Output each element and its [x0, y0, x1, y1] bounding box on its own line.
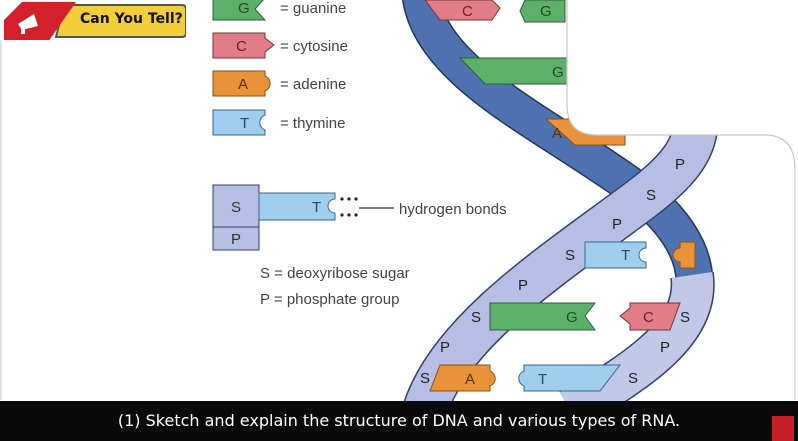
- legend-thymine: T = thymine: [212, 109, 345, 136]
- legend-letter: G: [238, 0, 250, 17]
- legend-guanine: G = guanine: [212, 0, 346, 21]
- base-letter: G: [566, 309, 578, 326]
- sugar-definition: S = deoxyribose sugar: [260, 265, 410, 282]
- hydrogen-bond-dots: [340, 197, 358, 217]
- base-label: T: [312, 199, 321, 216]
- backbone-label: P: [660, 339, 670, 356]
- base-pair: T: [584, 241, 696, 269]
- legend: G = guanine C = cytosine A = adenine T =…: [212, 0, 348, 136]
- backbone-label: S: [646, 187, 656, 204]
- phosphate-label: P: [231, 231, 241, 248]
- base-letter: A: [465, 371, 475, 388]
- badge-label: Can You Tell?: [80, 11, 183, 27]
- backbone-label: S: [471, 309, 481, 326]
- nucleotide-example: S P T hydrogen bonds: [212, 184, 507, 251]
- channel-logo: [772, 416, 794, 441]
- base-letter: T: [621, 247, 630, 264]
- base-letter: G: [540, 3, 552, 20]
- base-letter: G: [552, 64, 564, 81]
- backbone-labels: P S P S P S P S S P S: [420, 156, 690, 387]
- caption-bar: (1) Sketch and explain the structure of …: [0, 401, 798, 441]
- megaphone-icon: [18, 14, 38, 34]
- backbone-label: S: [420, 370, 430, 387]
- hydrogen-bonds-label: hydrogen bonds: [399, 201, 507, 218]
- double-helix: C G G T G C A T: [402, 0, 718, 430]
- backbone-label: S: [628, 370, 638, 387]
- backbone-label: P: [675, 156, 685, 173]
- legend-label: = guanine: [280, 0, 346, 17]
- base-letter: C: [643, 309, 654, 326]
- legend-letter: T: [240, 115, 249, 132]
- base-letter: C: [462, 3, 473, 20]
- legend-letter: C: [236, 38, 247, 55]
- legend-adenine: A = adenine: [212, 70, 346, 97]
- backbone-label: S: [565, 247, 575, 264]
- base-letter: A: [552, 125, 562, 142]
- base-pair: G C: [489, 302, 681, 331]
- backbone-label: P: [518, 277, 528, 294]
- legend-label: = thymine: [280, 115, 345, 132]
- legend-label: = cytosine: [280, 38, 348, 55]
- legend-letter: A: [238, 76, 248, 93]
- phosphate-definition: P = phosphate group: [260, 291, 399, 308]
- legend-label: = adenine: [280, 76, 346, 93]
- base-pair: C G: [424, 0, 566, 23]
- backbone-label: S: [680, 309, 690, 326]
- base-letter: T: [538, 371, 547, 388]
- legend-cytosine: C = cytosine: [212, 32, 348, 59]
- can-you-tell-badge: Can You Tell?: [4, 2, 187, 42]
- base-pair: A T: [429, 364, 622, 392]
- sugar-label: S: [231, 199, 241, 216]
- backbone-label: P: [612, 216, 622, 233]
- backbone-label: P: [440, 339, 450, 356]
